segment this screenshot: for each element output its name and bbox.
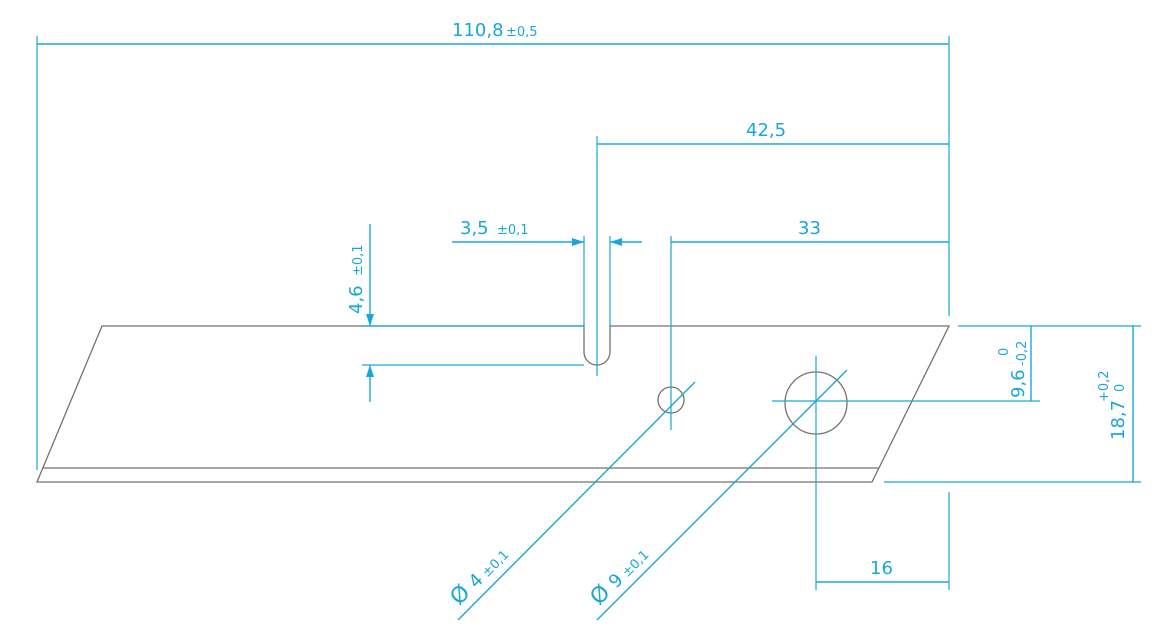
slot-depth-dimension: 4,6 ±0,1 — [346, 224, 584, 402]
slot-width-tolerance: ±0,1 — [497, 223, 529, 238]
large-hole-offset-dimension: 16 — [815, 356, 950, 590]
blade-height-label: 18,7 — [1108, 400, 1129, 440]
blade-part — [36, 325, 951, 483]
hole-position-label: 33 — [798, 218, 821, 239]
slot-position-label: 42,5 — [746, 120, 786, 141]
slot-position-dimension: 42,5 — [596, 120, 949, 376]
small-hole-diameter-tolerance: ±0,1 — [480, 548, 513, 581]
overall-length-tolerance: ±0,5 — [506, 25, 538, 40]
overall-length-dimension: 110,8 ±0,5 — [36, 20, 950, 470]
slot-depth-label: 4,6 — [346, 285, 367, 314]
blade-height-tol-upper: +0,2 — [1097, 370, 1112, 402]
hole-center-height-label: 9,6 — [1008, 369, 1029, 398]
blade-outline — [36, 325, 951, 483]
large-hole-diameter-tolerance: ±0,1 — [620, 548, 653, 581]
hole-center-height-tol-upper: 0 — [997, 348, 1012, 356]
hole-center-height-tol-lower: -0,2 — [1015, 341, 1030, 366]
blade-height-dimension: 18,7 +0,2 0 — [884, 325, 1141, 483]
hole-position-dimension: 33 — [670, 218, 949, 430]
large-hole-offset-label: 16 — [870, 558, 893, 579]
slot-depth-tolerance: ±0,1 — [351, 244, 366, 276]
overall-length-label: 110,8 — [452, 20, 504, 41]
slot-width-dimension: 3,5 ±0,1 — [452, 218, 642, 326]
blade-height-tol-lower: 0 — [1113, 384, 1128, 392]
slot-width-label: 3,5 — [460, 218, 489, 239]
